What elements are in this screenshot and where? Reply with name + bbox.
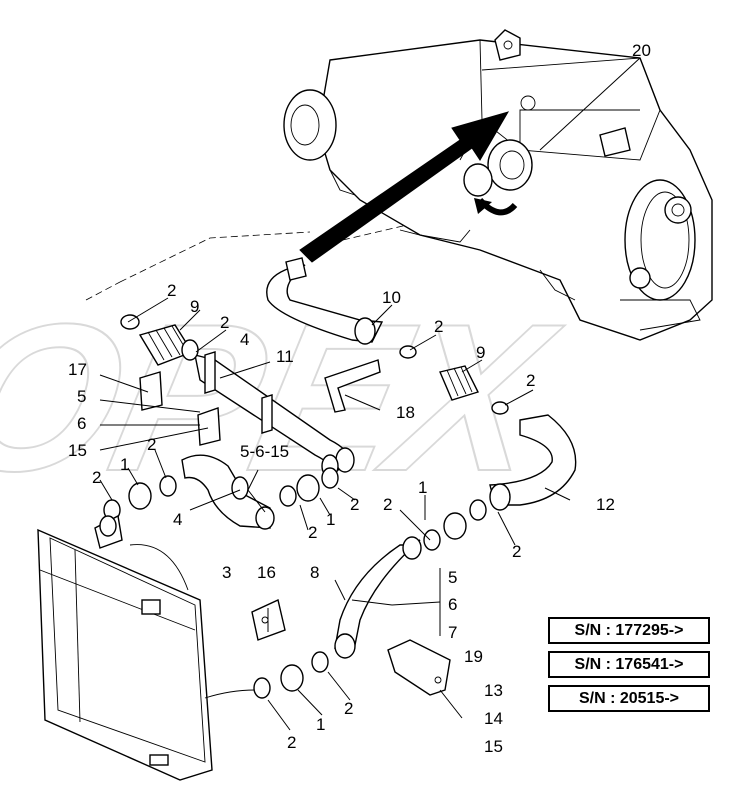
callout-19: 19 bbox=[464, 647, 483, 666]
callout-17: 17 bbox=[68, 360, 87, 379]
serial-number-badge-1: S/N : 177295-> bbox=[548, 617, 710, 644]
callout-16: 16 bbox=[257, 563, 276, 582]
callout-6: 6 bbox=[448, 595, 457, 614]
callout-13: 13 bbox=[484, 681, 503, 700]
callout-1: 1 bbox=[326, 510, 335, 529]
callout-3: 3 bbox=[222, 563, 231, 582]
callout-9: 9 bbox=[190, 297, 199, 316]
callout-9: 9 bbox=[476, 343, 485, 362]
serial-number-badge-3: S/N : 20515-> bbox=[548, 685, 710, 712]
callout-5: 5 bbox=[77, 387, 86, 406]
serial-number-badge-2: S/N : 176541-> bbox=[548, 651, 710, 678]
callout-2: 2 bbox=[434, 317, 443, 336]
callout-18: 18 bbox=[396, 403, 415, 422]
bracket-19 bbox=[387, 639, 451, 696]
callout-1: 1 bbox=[120, 455, 129, 474]
bellows-right bbox=[399, 345, 509, 415]
engine-block bbox=[283, 29, 713, 341]
callout-15: 15 bbox=[68, 441, 87, 460]
callout-7: 7 bbox=[448, 623, 457, 642]
flow-arrow bbox=[299, 111, 510, 263]
callout-2: 2 bbox=[287, 733, 296, 752]
callout-1: 1 bbox=[418, 478, 427, 497]
radiator bbox=[37, 514, 213, 781]
callout-12: 12 bbox=[596, 495, 615, 514]
hose-right bbox=[469, 414, 577, 521]
callout-5: 5 bbox=[448, 568, 457, 587]
callout-4: 4 bbox=[173, 510, 182, 529]
leader-lines bbox=[99, 57, 641, 731]
callout-15: 15 bbox=[484, 737, 503, 756]
curved-arrow bbox=[474, 197, 518, 216]
callout-2: 2 bbox=[147, 435, 156, 454]
callout-2: 2 bbox=[526, 371, 535, 390]
callout-2: 2 bbox=[308, 523, 317, 542]
callout-20: 20 bbox=[632, 41, 651, 60]
watermark-text: OPEX bbox=[0, 280, 575, 514]
upper-hose bbox=[266, 257, 384, 345]
callout-5-6-15: 5-6-15 bbox=[240, 442, 289, 461]
callout-2: 2 bbox=[512, 542, 521, 561]
callout-11: 11 bbox=[276, 347, 294, 366]
callout-2: 2 bbox=[350, 495, 359, 514]
brackets-left bbox=[139, 351, 381, 446]
callout-2: 2 bbox=[167, 281, 176, 300]
callout-2: 2 bbox=[344, 699, 353, 718]
hose-center bbox=[334, 512, 467, 659]
bellows-left bbox=[120, 314, 199, 366]
callout-4: 4 bbox=[240, 330, 249, 349]
callout-14: 14 bbox=[484, 709, 503, 728]
callout-10: 10 bbox=[382, 288, 401, 307]
callout-6: 6 bbox=[77, 414, 86, 433]
callout-2: 2 bbox=[220, 313, 229, 332]
lower-hose bbox=[204, 651, 329, 699]
callout-1: 1 bbox=[316, 715, 325, 734]
callout-8: 8 bbox=[310, 563, 319, 582]
callout-labels: 20 10 2 9 2 4 2 9 2 11 17 5 6 15 18 2 5-… bbox=[68, 41, 651, 756]
watermark: OPEX bbox=[0, 279, 576, 515]
callout-2: 2 bbox=[383, 495, 392, 514]
callout-2: 2 bbox=[92, 468, 101, 487]
